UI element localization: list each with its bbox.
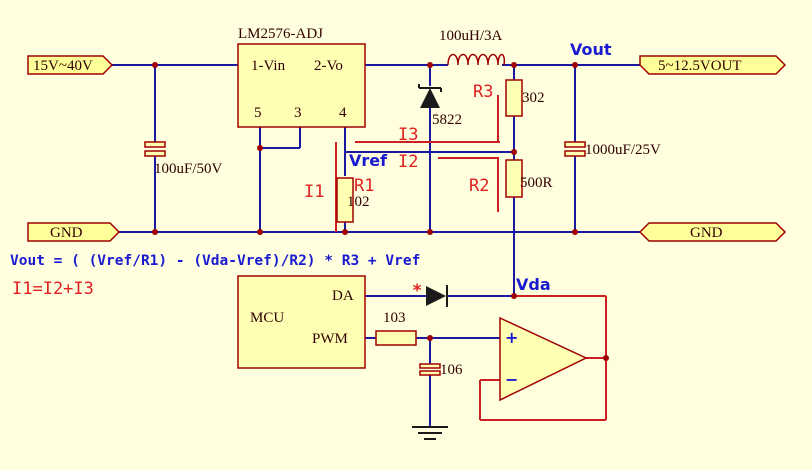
chip-pin4: 4: [339, 105, 347, 121]
net-label-vda: Vda: [516, 275, 551, 294]
cap-in-value: 100uF/50V: [154, 161, 223, 177]
r1-value: 102: [347, 194, 370, 210]
r3-value: 302: [522, 90, 545, 106]
opamp-minus: −: [505, 370, 518, 389]
op-amp: + −: [499, 316, 588, 402]
output-port-label: 5~12.5VOUT: [658, 58, 742, 74]
mcu-pwm-pin: PWM: [312, 331, 348, 347]
gnd-port-right: GND: [638, 222, 787, 242]
resistor-r1: 102: [336, 177, 370, 223]
cap-pwm-value: 106: [440, 362, 463, 378]
cap-out-value: 1000uF/25V: [585, 142, 661, 158]
da-diode: *: [412, 281, 448, 307]
formula-vout: Vout = ( (Vref/R1) - (Vda-Vref)/R2) * R3…: [10, 253, 420, 269]
chip-pin5: 5: [254, 105, 262, 121]
r-pwm-value: 103: [383, 310, 406, 326]
resistor-r2: 500R: [505, 159, 553, 198]
diode-value: 5822: [432, 112, 462, 128]
mcu-name: MCU: [250, 310, 284, 326]
input-port-label: 15V~40V: [33, 58, 93, 74]
r2-value: 500R: [520, 175, 553, 191]
annotation-r1: R1: [354, 176, 374, 196]
gnd-right-label: GND: [690, 225, 723, 241]
output-capacitor: 1000uF/25V: [564, 141, 661, 158]
annotation-i3: I3: [398, 125, 418, 145]
formula-current: I1=I2+I3: [12, 279, 94, 299]
annotation-i2: I2: [398, 152, 418, 172]
inductor: 100uH/3A: [439, 28, 506, 66]
pwm-capacitor: 106: [419, 362, 463, 378]
gnd-left-label: GND: [50, 225, 83, 241]
gnd-port-left: GND: [27, 222, 121, 242]
net-label-vout: Vout: [570, 40, 612, 59]
resistor-r3: 302: [505, 79, 545, 117]
resistor-pwm: 103: [375, 310, 417, 346]
current-arrows: [335, 95, 500, 232]
input-port: 15V~40V: [27, 55, 114, 75]
wires: [110, 64, 640, 427]
junctions: [152, 62, 609, 361]
net-label-vref: Vref: [349, 151, 388, 170]
diode-star: *: [412, 281, 422, 301]
output-port: 5~12.5VOUT: [639, 55, 787, 75]
schottky-diode: 5822: [418, 84, 462, 128]
regulator-chip: LM2576-ADJ 1-Vin 2-Vo 5 3 4: [237, 26, 366, 128]
opamp-plus: +: [505, 328, 518, 347]
ground-symbol: [412, 426, 448, 440]
input-capacitor: 100uF/50V: [144, 141, 223, 177]
inductor-value: 100uH/3A: [439, 28, 503, 44]
annotation-i1: I1: [304, 182, 324, 202]
chip-pin3: 3: [294, 105, 302, 121]
chip-pin2: 2-Vo: [314, 58, 343, 74]
annotation-r2: R2: [469, 176, 489, 196]
annotation-r3: R3: [473, 82, 493, 102]
chip-name: LM2576-ADJ: [238, 26, 323, 42]
mcu-da-pin: DA: [332, 288, 354, 304]
chip-pin1: 1-Vin: [251, 58, 286, 74]
mcu-block: MCU DA PWM: [237, 275, 366, 369]
